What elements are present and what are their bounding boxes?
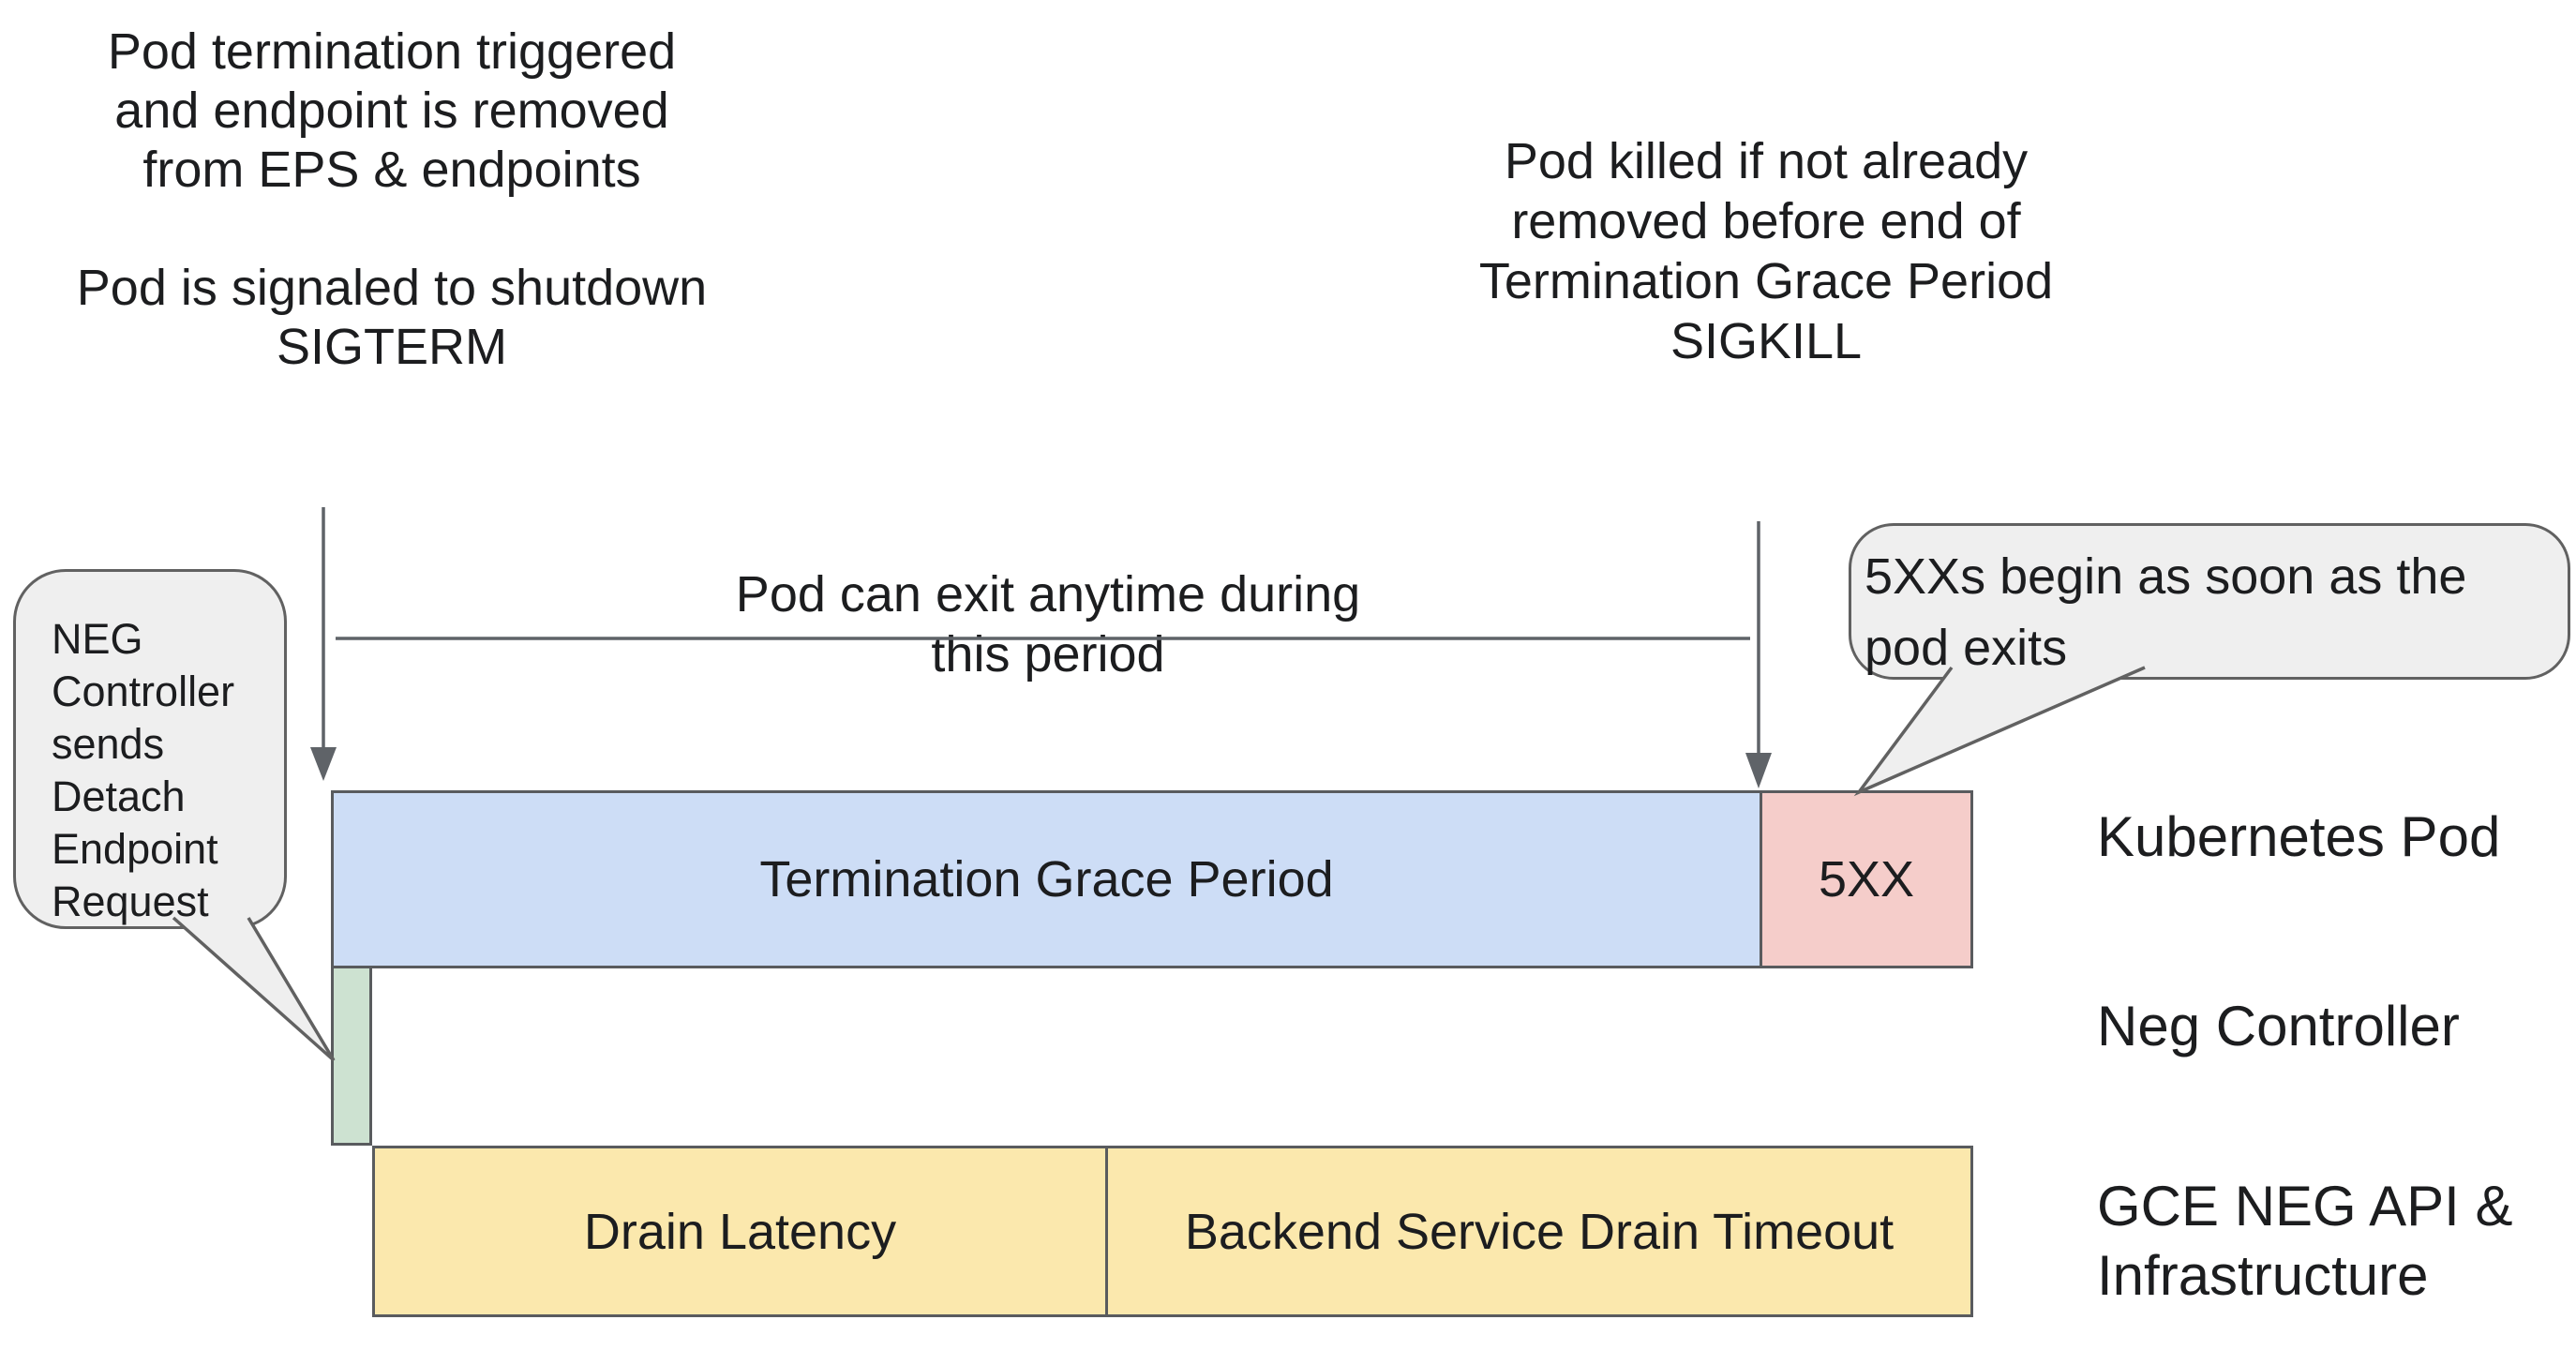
exit-window-note: Pod can exit anytime during this period	[735, 566, 1361, 682]
errors-begin-callout-tail	[1853, 666, 2146, 797]
neg-controller-callout-tail	[172, 916, 336, 1062]
termination-grace-period-bar: Termination Grace Period	[331, 790, 1762, 968]
termination-grace-period-label: Termination Grace Period	[759, 851, 1334, 908]
pod-killed-note: Pod killed if not already removed before…	[1478, 133, 2054, 369]
backend-drain-timeout-label: Backend Service Drain Timeout	[1184, 1203, 1895, 1260]
lane-label-kubernetes-pod: Kubernetes Pod	[2097, 805, 2501, 868]
backend-drain-timeout-section: Backend Service Drain Timeout	[1105, 1148, 1970, 1314]
errors-begin-callout: 5XXs begin as soon as the pod exits	[1849, 523, 2570, 680]
errors-5xx-bar: 5XX	[1760, 790, 1973, 968]
errors-5xx-label: 5XX	[1818, 851, 1915, 908]
lane-label-neg-controller: Neg Controller	[2097, 995, 2460, 1058]
neg-controller-callout: NEG Controller sends Detach Endpoint Req…	[13, 569, 287, 929]
sigkill-arrow-head-icon	[1745, 753, 1772, 788]
neg-detach-bar	[331, 968, 372, 1146]
drain-latency-section: Drain Latency	[375, 1148, 1105, 1314]
gce-drain-bar: Drain Latency Backend Service Drain Time…	[372, 1146, 1973, 1317]
pod-termination-note: Pod termination triggered and endpoint i…	[76, 23, 708, 375]
drain-latency-label: Drain Latency	[583, 1203, 897, 1260]
lane-label-gce-neg-api: GCE NEG API & Infrastructure	[2097, 1175, 2513, 1307]
sigterm-arrow-head-icon	[310, 747, 337, 781]
